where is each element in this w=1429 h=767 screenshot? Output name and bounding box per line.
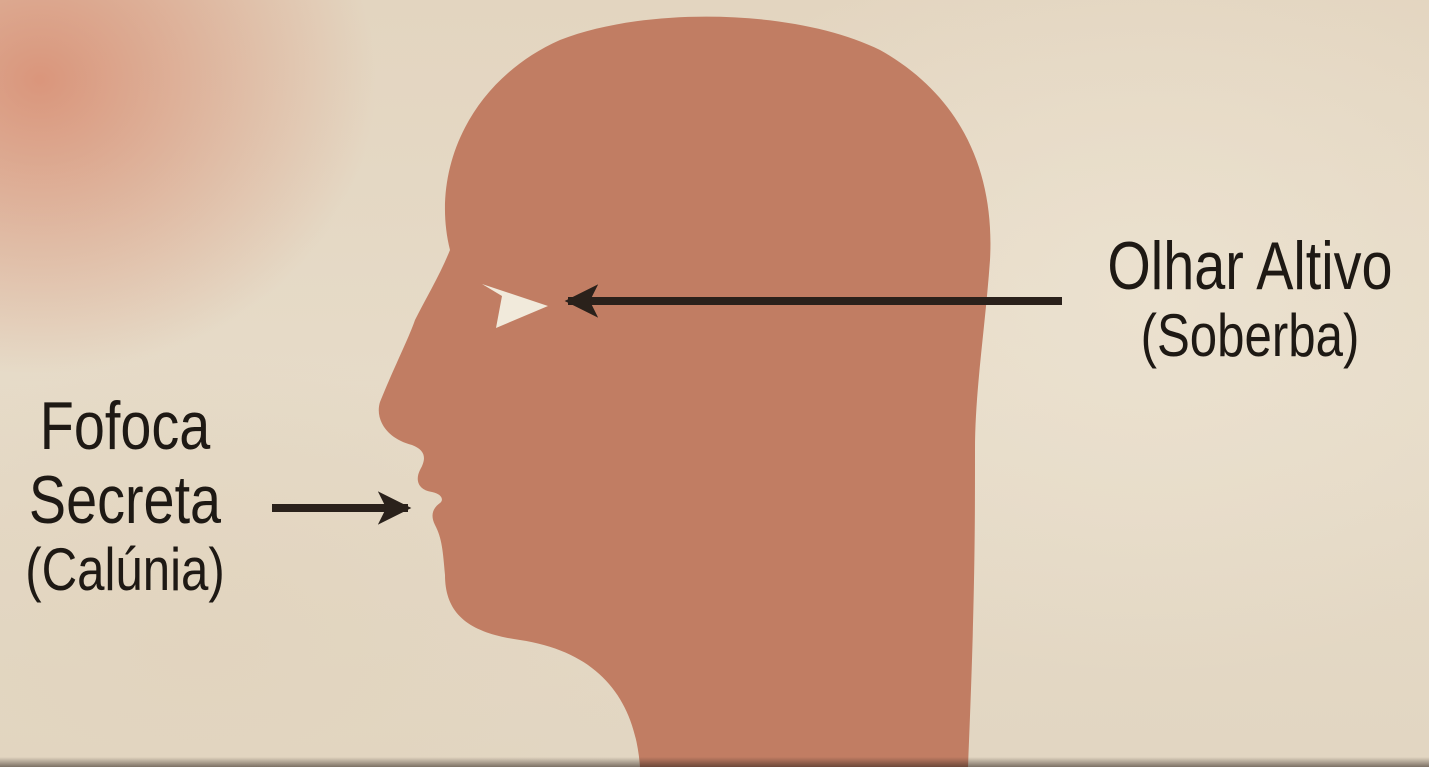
eye-label: Olhar Altivo (Soberba): [1074, 232, 1427, 366]
head-silhouette: [379, 17, 991, 767]
eye-label-title: Olhar Altivo: [1074, 232, 1427, 300]
eye-label-subtitle: (Soberba): [1074, 306, 1427, 366]
mouth-label: Fofoca Secreta (Calúnia): [0, 392, 281, 600]
mouth-label-title-line1: Fofoca: [0, 392, 281, 460]
mouth-label-subtitle: (Calúnia): [0, 540, 281, 600]
mouth-label-title-line2: Secreta: [0, 466, 281, 534]
